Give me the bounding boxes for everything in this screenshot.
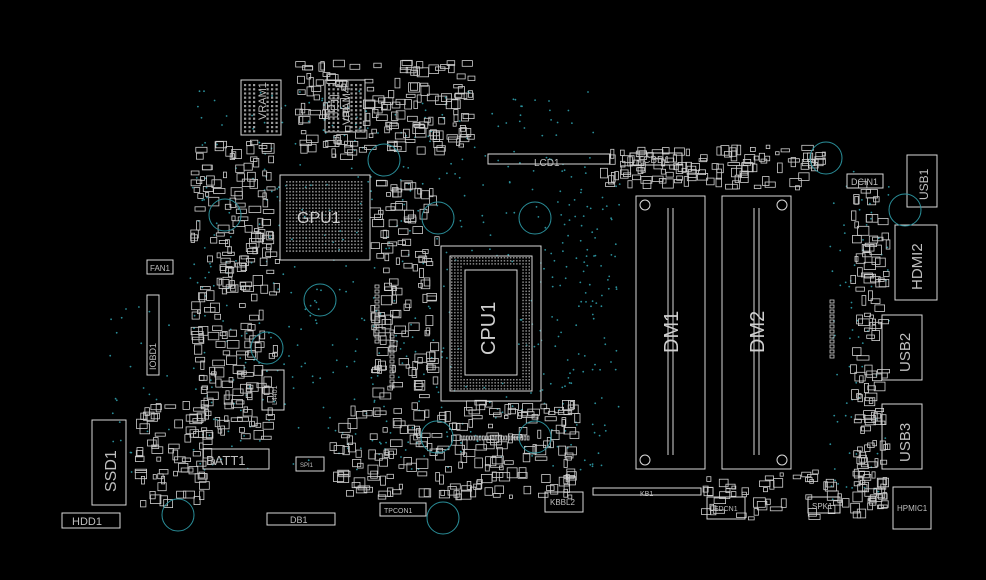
tpcon1-connector: TPCON1: [379, 502, 427, 517]
usb3-label: USB3: [897, 423, 914, 462]
iobd1-connector: IOBD1: [146, 294, 160, 376]
fan1-label: FAN1: [150, 264, 171, 273]
dm2-memory-slot: DM2: [721, 195, 792, 470]
mounting-hole: [367, 143, 401, 177]
tcbd1-connector: TCBD1: [629, 152, 683, 166]
spk1-connector: SPK1: [807, 496, 841, 514]
cpu1-label: CPU1: [478, 302, 500, 355]
usb1-port: USB1: [906, 154, 938, 208]
usb3-port: USB3: [881, 403, 923, 470]
hpmic1-jack: HPMIC1: [892, 486, 932, 530]
tcbd1-label: TCBD1: [637, 155, 670, 166]
dcin1-connector: DCIN1: [846, 173, 884, 189]
hdmi2-label: HDMI2: [909, 243, 926, 290]
dcin1-label: DCIN1: [851, 177, 878, 187]
gpu1-label: GPU1: [297, 210, 341, 227]
mounting-hole: [888, 193, 922, 227]
vram1-chip: VRAM1: [240, 79, 282, 136]
mounting-hole: [250, 331, 284, 365]
small-components: [134, 59, 891, 521]
ledcn1-label: LEDCN1: [710, 506, 738, 513]
inductor-l4401: L4401: [261, 369, 285, 411]
l4401-label: L4401: [272, 385, 279, 405]
tpcon1-label: TPCON1: [384, 508, 413, 515]
spi-label: SPI1: [300, 463, 314, 469]
gpu1-chip: GPU1: [279, 174, 371, 261]
vram4-chip: VRAM4: [324, 79, 366, 133]
usb2-port: USB2: [881, 314, 923, 381]
spi-chip: SPI1: [295, 456, 325, 472]
mounting-hole: [303, 283, 337, 317]
kbbl2-connector: KBBL2: [544, 491, 584, 513]
usb2-label: USB2: [897, 333, 914, 372]
batt1-label: BATT1: [206, 453, 246, 468]
lcd1-connector: LCD1: [487, 153, 611, 169]
mounting-hole: [420, 420, 454, 454]
fan1-connector: FAN1: [146, 259, 174, 275]
cpu1-chip: CPU1: [440, 245, 542, 402]
lcd1-label: LCD1: [534, 158, 560, 169]
ssd1-label: SSD1: [103, 450, 120, 492]
mounting-hole: [518, 420, 552, 454]
kb1-connector: KB1: [592, 487, 702, 498]
dm2-label: DM2: [747, 311, 769, 353]
mounting-hole: [208, 198, 242, 232]
vram1-label: VRAM1: [257, 82, 269, 120]
dm1-label: DM1: [661, 311, 683, 353]
iobd1-label: IOBD1: [148, 343, 158, 370]
mounting-hole: [809, 141, 843, 175]
usb1-label: USB1: [917, 168, 931, 200]
spk1-label: SPK1: [812, 502, 833, 511]
mounting-hole: [518, 201, 552, 235]
hpmic1-label: HPMIC1: [897, 504, 928, 513]
kbbl2-label: KBBL2: [550, 498, 575, 507]
mounting-hole: [426, 501, 460, 535]
hdd1-connector: HDD1: [61, 512, 121, 529]
ssd1-slot: SSD1: [91, 419, 127, 506]
hdmi2-port: HDMI2: [894, 224, 938, 301]
batt1-connector: BATT1: [202, 448, 270, 470]
dm1-memory-slot: DM1: [635, 195, 706, 470]
vram4-label: VRAM4: [341, 87, 353, 125]
mounting-hole: [421, 201, 455, 235]
ledcn1-connector: LEDCN1: [706, 496, 746, 520]
db1-label: DB1: [290, 515, 308, 525]
hdd1-label: HDD1: [72, 516, 102, 528]
mounting-holes: [161, 141, 922, 535]
mounting-hole: [161, 498, 195, 532]
kb1-label: KB1: [640, 491, 653, 498]
db1-connector: DB1: [266, 512, 336, 526]
